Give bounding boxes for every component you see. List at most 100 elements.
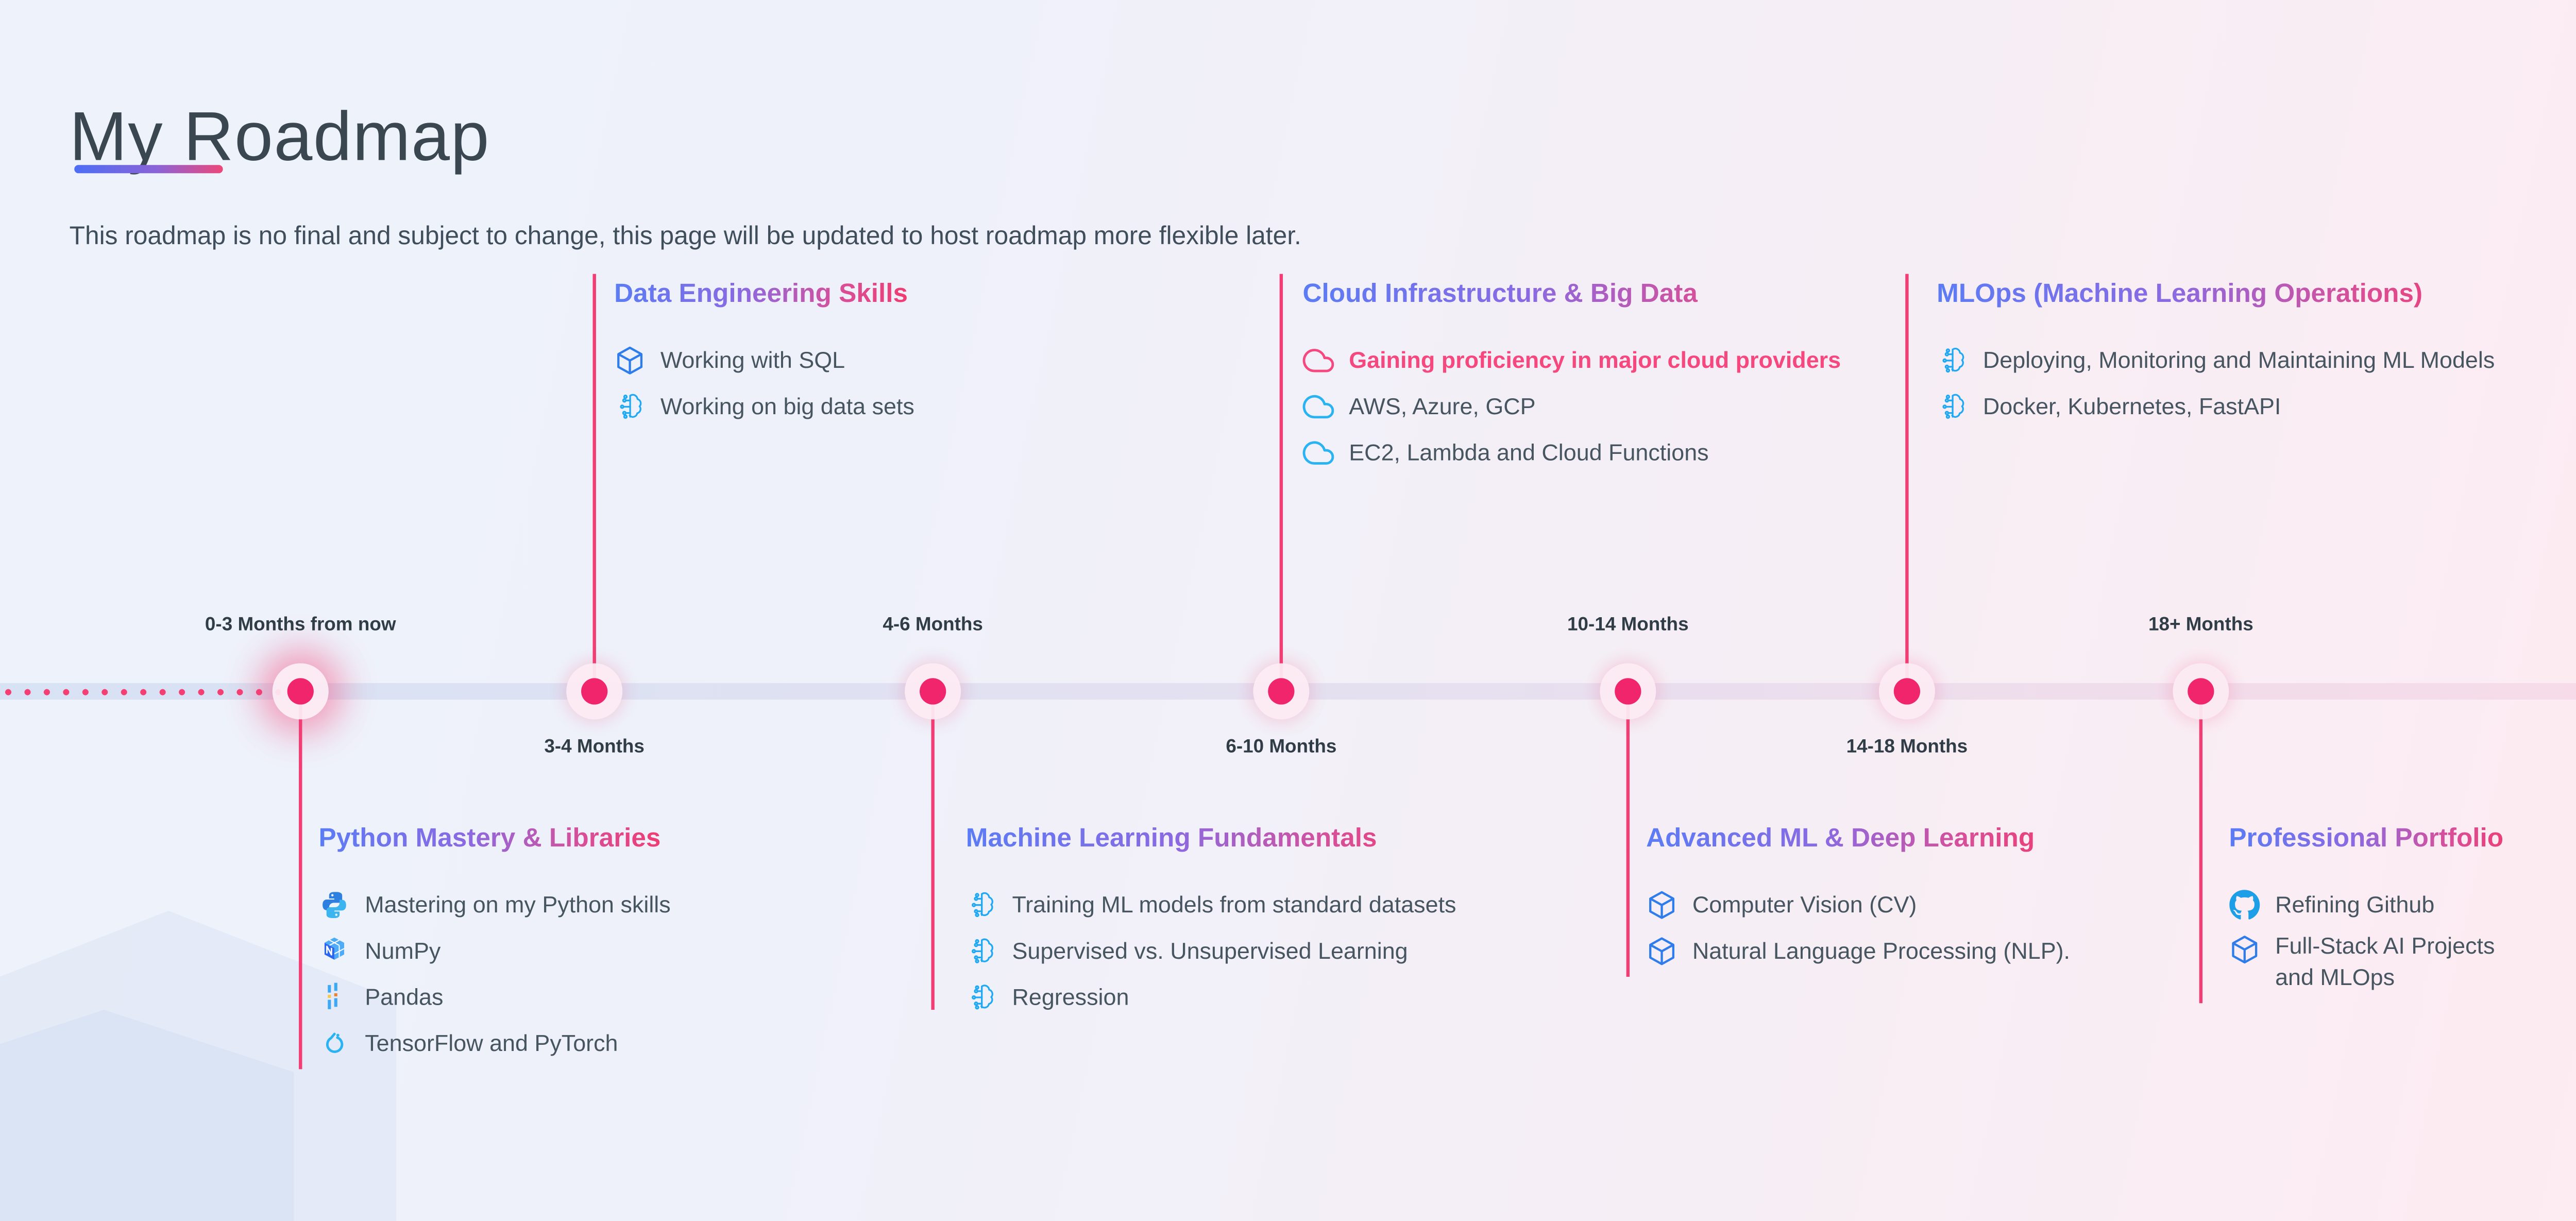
timeline-node (1878, 663, 1935, 720)
cloud-icon (1302, 436, 1334, 468)
section-machine-learning-fundamentals: Machine Learning Fundamentals Training M… (966, 822, 1456, 1020)
list-item: Working with SQL (614, 336, 914, 383)
timeline-node-dot (1893, 678, 1921, 705)
list-item: Full-Stack AI Projects and MLOps (2229, 927, 2522, 1000)
page-subtitle: This roadmap is no final and subject to … (69, 222, 1301, 250)
section-title: Machine Learning Fundamentals (966, 822, 1456, 858)
numpy-icon (319, 935, 350, 966)
item-text: Pandas (365, 983, 444, 1010)
list-item: TensorFlow and PyTorch (319, 1020, 671, 1066)
list-item: AWS, Azure, GCP (1302, 383, 1841, 429)
item-text: Docker, Kubernetes, FastAPI (1982, 393, 2281, 419)
section-title: Data Engineering Skills (614, 277, 914, 313)
list-item: Pandas (319, 974, 671, 1020)
item-text: Gaining proficiency in major cloud provi… (1349, 346, 1841, 373)
section-advanced-ml-deep-learning: Advanced ML & Deep Learning Computer Vis… (1646, 822, 2070, 974)
cube-icon (614, 344, 646, 376)
timeline-node-dot (287, 678, 314, 705)
list-item: Supervised vs. Unsupervised Learning (966, 927, 1456, 974)
section-data-engineering-skills: Data Engineering Skills Working with SQL… (614, 277, 914, 429)
milestone-label: 4-6 Months (883, 615, 983, 636)
item-text: Supervised vs. Unsupervised Learning (1012, 937, 1408, 964)
section-title: Cloud Infrastructure & Big Data (1303, 277, 1841, 313)
milestone-label: 3-4 Months (544, 737, 645, 758)
list-item: Mastering on my Python skills (319, 881, 671, 927)
timeline-node (905, 663, 961, 720)
cloud-icon (1302, 344, 1334, 376)
section-title: Professional Portfolio (2229, 822, 2522, 858)
timeline-node-dot (2188, 678, 2214, 705)
item-text: AWS, Azure, GCP (1349, 393, 1536, 419)
timeline-node (1600, 663, 1656, 720)
item-text: Deploying, Monitoring and Maintaining ML… (1982, 346, 2495, 373)
milestone-label: 6-10 Months (1226, 737, 1337, 758)
python-icon (319, 889, 350, 920)
item-text: Working with SQL (660, 346, 845, 373)
item-text: NumPy (365, 937, 441, 964)
timeline-connector-up (1905, 274, 1909, 691)
brain-circuit-icon (1937, 344, 1968, 376)
list-item: EC2, Lambda and Cloud Functions (1302, 429, 1841, 476)
timeline-node-dot (1268, 678, 1295, 705)
timeline-node (566, 663, 623, 720)
list-item: Deploying, Monitoring and Maintaining ML… (1937, 336, 2495, 383)
list-item: Computer Vision (CV) (1646, 881, 2070, 927)
pytorch-icon (319, 1027, 350, 1059)
milestone-label: 18+ Months (2148, 615, 2253, 636)
github-icon (2229, 889, 2260, 920)
cube-icon (2229, 934, 2260, 965)
item-text: Working on big data sets (660, 393, 914, 419)
item-text: TensorFlow and PyTorch (365, 1029, 618, 1056)
timeline-node-dot (1615, 678, 1641, 705)
item-text: Training ML models from standard dataset… (1012, 891, 1456, 918)
section-professional-portfolio: Professional Portfolio Refining Github F… (2229, 822, 2522, 1000)
item-text: Mastering on my Python skills (365, 891, 671, 918)
brain-circuit-icon (966, 981, 997, 1012)
list-item: Docker, Kubernetes, FastAPI (1937, 383, 2495, 429)
timeline-connector-down (299, 691, 302, 1070)
section-title: MLOps (Machine Learning Operations) (1937, 277, 2495, 313)
milestone-label: 0-3 Months from now (205, 615, 396, 636)
section-python-mastery-libraries: Python Mastery & Libraries Mastering on … (319, 822, 671, 1066)
item-text: Computer Vision (CV) (1692, 891, 1917, 918)
pandas-icon (319, 981, 350, 1012)
cloud-icon (1302, 390, 1334, 421)
list-item: Natural Language Processing (NLP). (1646, 927, 2070, 974)
timeline-connector-up (592, 274, 596, 691)
item-text: EC2, Lambda and Cloud Functions (1349, 438, 1709, 466)
brain-circuit-icon (614, 390, 646, 421)
item-text: Natural Language Processing (NLP). (1692, 937, 2071, 964)
cube-icon (1646, 935, 1677, 966)
timeline-node (272, 663, 329, 720)
timeline-connector-down (1626, 691, 1630, 977)
brain-circuit-icon (966, 889, 997, 920)
item-text: Full-Stack AI Projects and MLOps (2275, 932, 2495, 990)
title-underline (74, 165, 223, 173)
item-text: Regression (1012, 983, 1129, 1010)
milestone-label: 10-14 Months (1567, 615, 1689, 636)
section-title: Advanced ML & Deep Learning (1646, 822, 2070, 858)
timeline-node-dot (581, 678, 608, 705)
milestone-label: 14-18 Months (1846, 737, 1968, 758)
list-item: Refining Github (2229, 881, 2522, 927)
cube-icon (1646, 889, 1677, 920)
item-text: Refining Github (2275, 891, 2435, 918)
list-item: Working on big data sets (614, 383, 914, 429)
section-title: Python Mastery & Libraries (319, 822, 671, 858)
brain-circuit-icon (1937, 390, 1968, 421)
timeline-node-dot (920, 678, 946, 705)
timeline-connector-down (2199, 691, 2203, 1004)
timeline-node (2173, 663, 2229, 720)
section-mlops: MLOps (Machine Learning Operations) Depl… (1937, 277, 2495, 429)
brain-circuit-icon (966, 935, 997, 966)
list-item: Gaining proficiency in major cloud provi… (1302, 336, 1841, 383)
page-title: My Roadmap (69, 97, 490, 175)
timeline-connector-up (1279, 274, 1283, 691)
list-item: Regression (966, 974, 1456, 1020)
timeline-dotted-segment (0, 687, 281, 696)
timeline-node (1253, 663, 1310, 720)
list-item: Training ML models from standard dataset… (966, 881, 1456, 927)
list-item: NumPy (319, 927, 671, 974)
section-cloud-infrastructure-big-data: Cloud Infrastructure & Big Data Gaining … (1303, 277, 1841, 475)
